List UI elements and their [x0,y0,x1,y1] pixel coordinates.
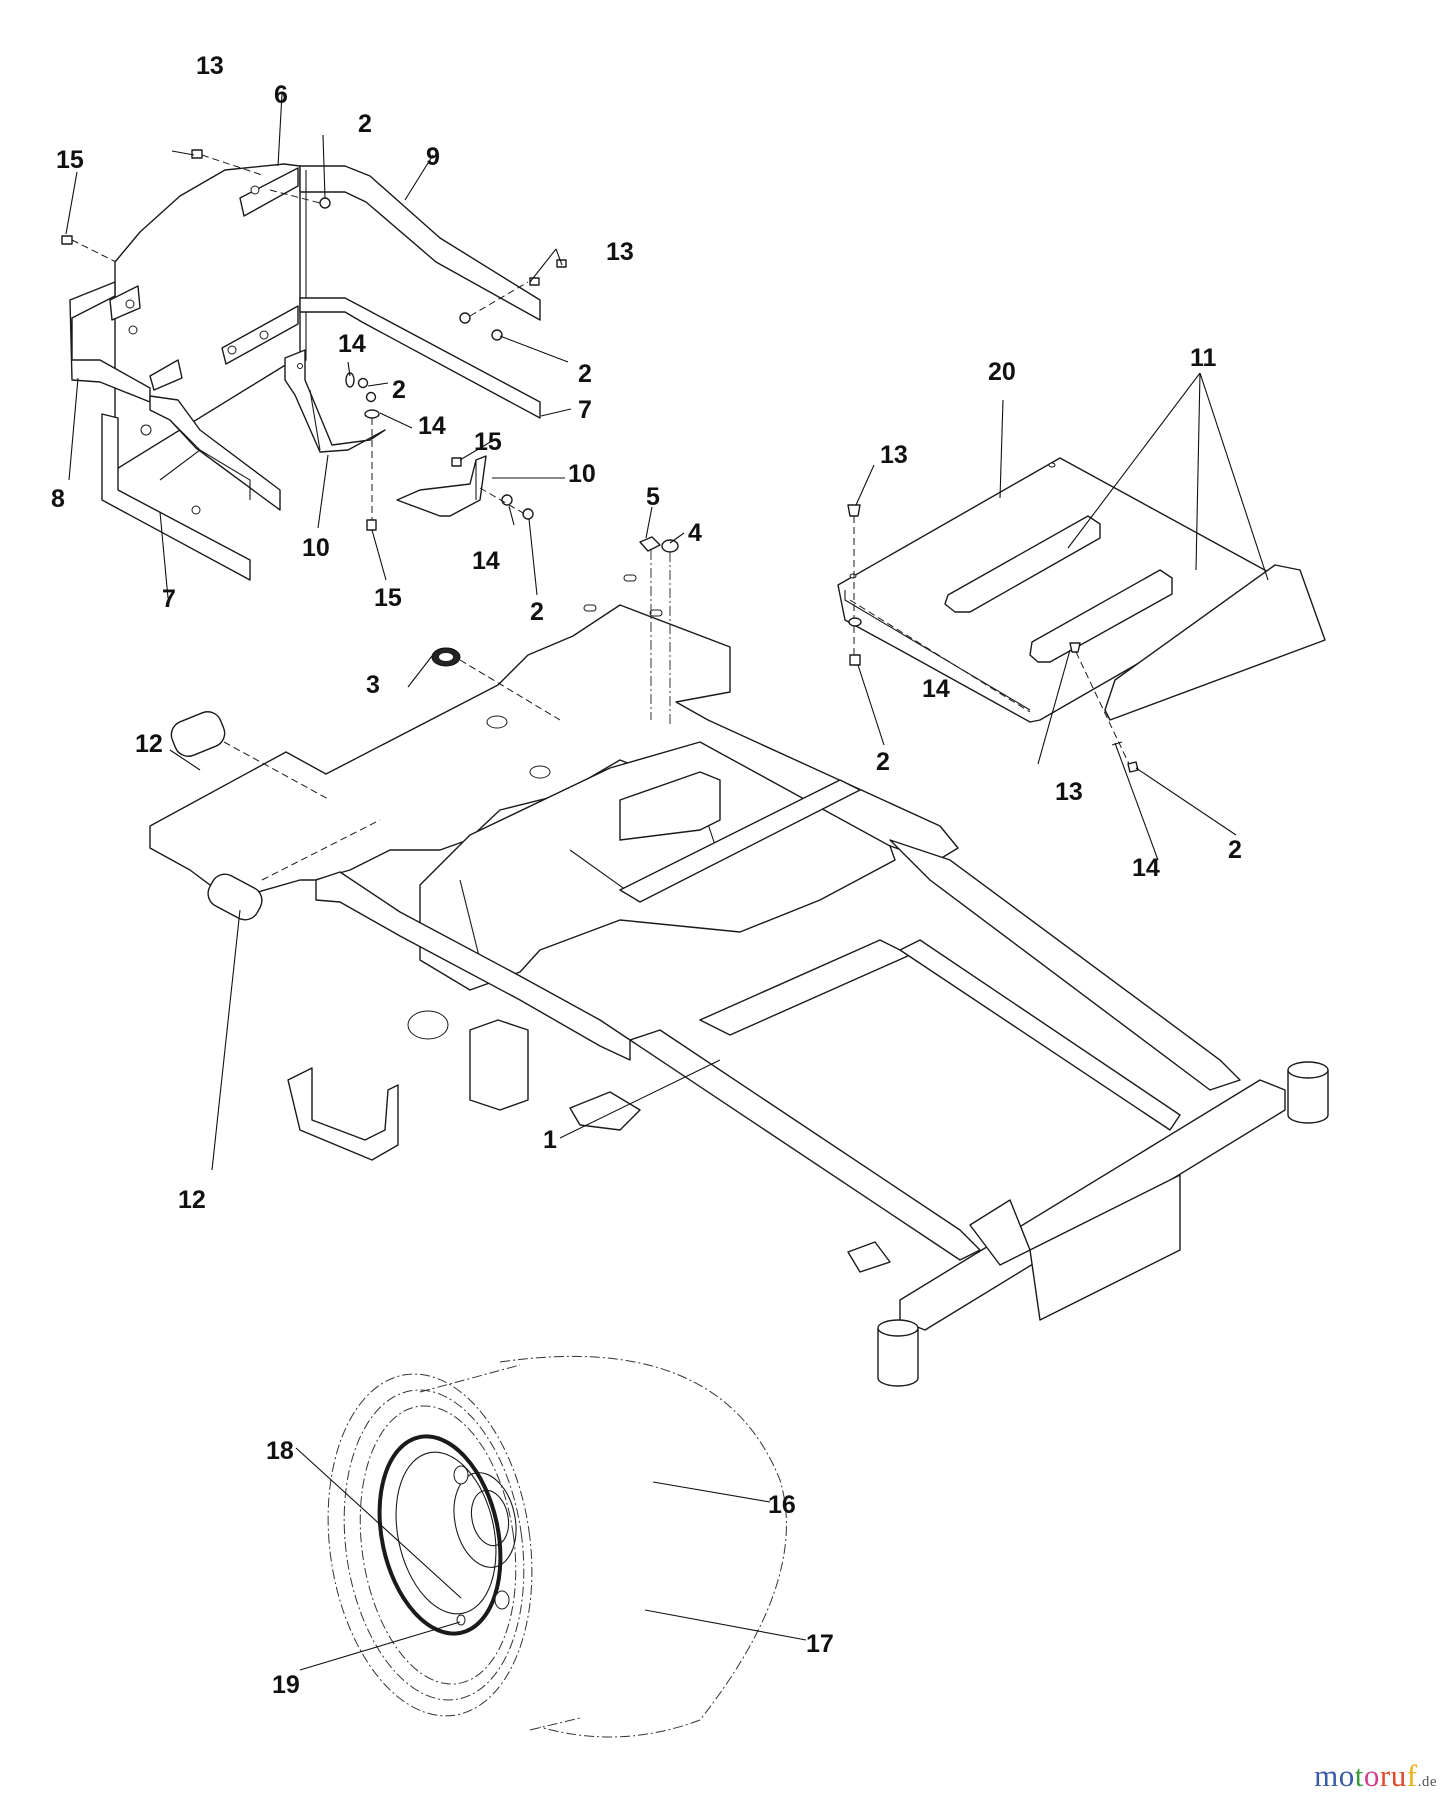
caster-sleeve-left [877,1319,919,1387]
nut-2-right-b [491,329,503,341]
part-3-grommet [431,647,561,721]
callout-3: 3 [366,671,380,699]
hub [453,1472,517,1568]
caster-sleeve-right [1287,1061,1329,1124]
part-8-bracket [69,281,151,403]
logo-letter: u [1390,1758,1407,1793]
washer-14-b [364,409,380,419]
callout-17: 17 [806,1630,834,1658]
logo-letter: t [1354,1758,1364,1793]
logo-letter: f [1406,1758,1418,1793]
rim-outer [377,1434,503,1636]
callout-2: 2 [876,748,890,776]
bolt-15-bottom [366,519,377,531]
main-frame [149,574,1329,1387]
part-4-plug [661,539,679,725]
part-11-pad-b [1029,569,1173,663]
part-9-arm [299,165,541,321]
callout-14: 14 [338,330,366,358]
callout-15: 15 [474,428,502,456]
part-12-grommet-lower [207,819,381,921]
callout-16: 16 [768,1491,796,1519]
leader-lines [65,93,1269,1671]
washer-14-c [501,494,513,506]
nut-2-d [522,508,534,520]
washer-14-d [848,617,862,627]
bolt-15-left [61,235,117,263]
bolt-13-left-plate [847,504,861,517]
nut-2-e [849,654,861,666]
callout-9: 9 [426,143,440,171]
callout-13: 13 [1055,778,1083,806]
bolt-13-top [191,149,263,176]
part-8-left-tab [109,285,141,321]
callout-2: 2 [358,110,372,138]
part-12-grommet-upper [170,711,331,801]
callout-15: 15 [56,146,84,174]
callout-7: 7 [162,585,176,613]
part-9-tab [239,167,299,217]
callout-10: 10 [568,460,596,488]
nut-2-right-a [459,312,471,324]
nut-2-c [365,391,377,403]
callout-6: 6 [274,81,288,109]
nut-2-top [319,197,331,209]
callout-18: 18 [266,1437,294,1465]
callout-15: 15 [374,584,402,612]
valve-stem [456,1614,466,1626]
callout-13: 13 [196,52,224,80]
logo-tld: .de [1417,1774,1437,1790]
part-7-arm-left [101,413,251,581]
logo-letter: o [1363,1758,1380,1793]
callout-14: 14 [472,547,500,575]
callout-2: 2 [392,376,406,404]
part-7-arm-right [299,297,541,419]
part-11-pad-a [944,515,1101,613]
part-20-floor-plate [837,457,1326,773]
callout-12: 12 [178,1186,206,1214]
seat-bracket-assembly [61,149,567,581]
callout-1: 1 [543,1126,557,1154]
callout-12: 12 [135,730,163,758]
callout-19: 19 [272,1671,300,1699]
motoruf-watermark-logo: motoruf.de [1314,1758,1437,1794]
callout-2: 2 [530,598,544,626]
bracket-10-left [284,349,386,531]
part-11-pad-c [1104,564,1326,721]
callout-7: 7 [578,396,592,424]
callout-20: 20 [988,358,1016,386]
nut-2-f [1127,761,1139,773]
bolt-15-right [451,457,462,467]
rear-wheel [327,1355,787,1738]
logo-letter: r [1379,1758,1391,1793]
part-6-plate [114,163,301,471]
callout-13: 13 [606,238,634,266]
bracket-10-right [396,455,534,520]
callout-14: 14 [418,412,446,440]
callouts: 1 2 2 2 2 2 2 3 4 5 6 7 7 8 9 10 10 11 1… [51,52,1242,1699]
callout-4: 4 [688,519,702,547]
logo-letter: m [1314,1758,1339,1793]
callout-13: 13 [880,441,908,469]
callout-8: 8 [51,485,65,513]
bolt-13-mid-plate [1069,642,1081,653]
bolt-13-right-a [529,277,540,286]
callout-11: 11 [1190,344,1217,372]
callout-5: 5 [646,483,660,511]
callout-10: 10 [302,534,330,562]
callout-2: 2 [1228,836,1242,864]
logo-letter: o [1338,1758,1355,1793]
nut-2-b [357,377,369,389]
callout-14: 14 [1132,854,1160,882]
callout-2: 2 [578,360,592,388]
callout-14: 14 [922,675,950,703]
washer-14-e [1111,741,1123,746]
part-5-clip [639,536,661,720]
